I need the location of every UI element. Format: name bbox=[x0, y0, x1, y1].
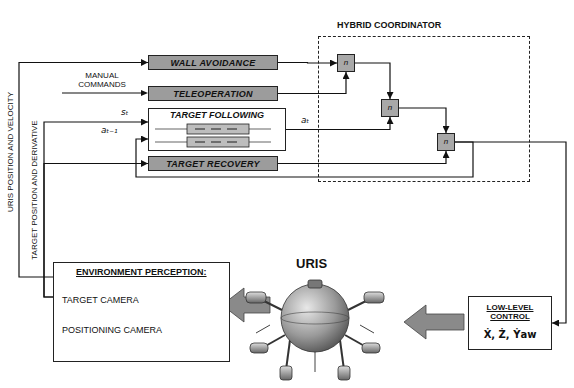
node-title: LOW-LEVEL CONTROL bbox=[483, 303, 537, 321]
robot-name: URIS bbox=[296, 256, 327, 271]
connector bbox=[278, 72, 346, 94]
actuation-flow-arrow bbox=[404, 305, 464, 339]
manual-input-arrow bbox=[62, 90, 148, 96]
rule-stroke bbox=[211, 141, 221, 143]
node-title: ENVIRONMENT PERCEPTION: bbox=[76, 267, 221, 277]
behavior-box: WALL AVOIDANCE bbox=[148, 55, 278, 70]
node-text: TARGET CAMERA bbox=[62, 295, 221, 305]
rule-block bbox=[187, 124, 249, 134]
node-title: TARGET FOLLOWING bbox=[149, 110, 285, 120]
rule-wire bbox=[155, 129, 187, 130]
connector bbox=[355, 63, 390, 99]
node-title: TELEOPERATION bbox=[173, 89, 253, 99]
behavior-group: TARGET FOLLOWING bbox=[148, 108, 286, 151]
uris-robot bbox=[246, 280, 384, 380]
rule-block bbox=[187, 137, 249, 147]
connector bbox=[19, 63, 148, 278]
signal-label: TARGET POSITION AND DERIVATIVE bbox=[30, 120, 39, 259]
node-title: n bbox=[444, 138, 448, 146]
rule-wire bbox=[155, 142, 187, 143]
signal-symbol: sₜ bbox=[120, 107, 129, 117]
coordinator-region: HYBRID COORDINATORnnn bbox=[318, 36, 530, 182]
rule-stroke bbox=[227, 141, 237, 143]
signal-label: URIS POSITION AND VELOCITY bbox=[6, 92, 15, 212]
coordinator-node: n bbox=[337, 54, 355, 72]
rule-wire bbox=[249, 142, 271, 143]
signal-symbol: aₜ₋₁ bbox=[100, 125, 119, 135]
node-title: n bbox=[388, 104, 392, 112]
node-title: WALL AVOIDANCE bbox=[170, 58, 255, 68]
rule-wire bbox=[249, 129, 271, 130]
node-text: Ẋ, Ż, Ẏaw bbox=[483, 329, 537, 340]
rule-stroke bbox=[211, 128, 221, 130]
robot-axes bbox=[256, 325, 374, 372]
rule-stroke bbox=[227, 128, 237, 130]
behavior-box: TELEOPERATION bbox=[148, 86, 278, 101]
rule-stroke bbox=[195, 128, 205, 130]
rule-stroke bbox=[195, 141, 205, 143]
control-box: LOW-LEVEL CONTROL Ẋ, Ż, Ẏaw bbox=[468, 296, 552, 350]
coordinator-node: n bbox=[381, 99, 399, 117]
node-title: HYBRID COORDINATOR bbox=[337, 20, 441, 30]
node-title: TARGET RECOVERY bbox=[166, 159, 260, 169]
node-text: POSITIONING CAMERA bbox=[62, 325, 221, 335]
connector bbox=[399, 108, 446, 133]
connector bbox=[278, 151, 446, 164]
node-title: n bbox=[344, 59, 348, 67]
behavior-box: TARGET RECOVERY bbox=[148, 156, 278, 171]
coordinator-node: n bbox=[437, 133, 455, 151]
signal-symbol: aₜ bbox=[300, 115, 310, 125]
perception-box: ENVIRONMENT PERCEPTION: TARGET CAMERA POSI… bbox=[53, 262, 230, 362]
input-label: MANUAL COMMANDS bbox=[66, 71, 138, 89]
connector bbox=[278, 62, 337, 64]
